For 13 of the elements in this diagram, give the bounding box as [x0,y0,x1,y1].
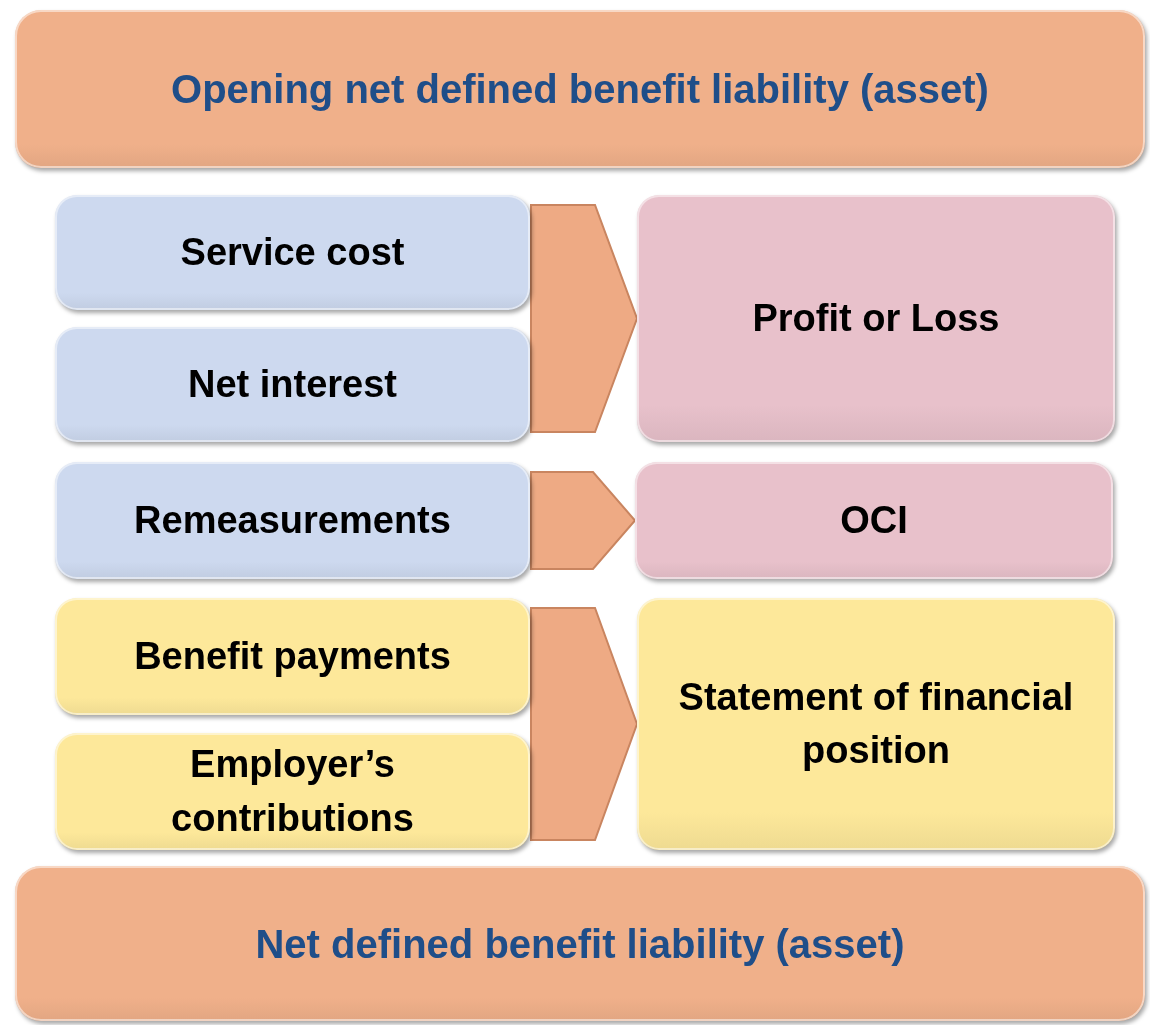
process-box: Service cost [55,195,530,310]
result-box: OCI [635,462,1113,579]
chevron-arrow [530,204,639,433]
process-box: Net interest [55,327,530,442]
process-box: Benefit payments [55,598,530,715]
result-box: Statement of financial position [637,598,1115,850]
balance-band: Opening net defined benefit liability (asset) [15,10,1145,168]
balance-band: Net defined benefit liability (asset) [15,866,1145,1021]
result-box: Profit or Loss [637,195,1115,442]
chevron-arrow [530,471,637,570]
chevron-arrow [530,607,639,841]
process-box: Employer’s contributions [55,733,530,850]
process-box: Remeasurements [55,462,530,579]
